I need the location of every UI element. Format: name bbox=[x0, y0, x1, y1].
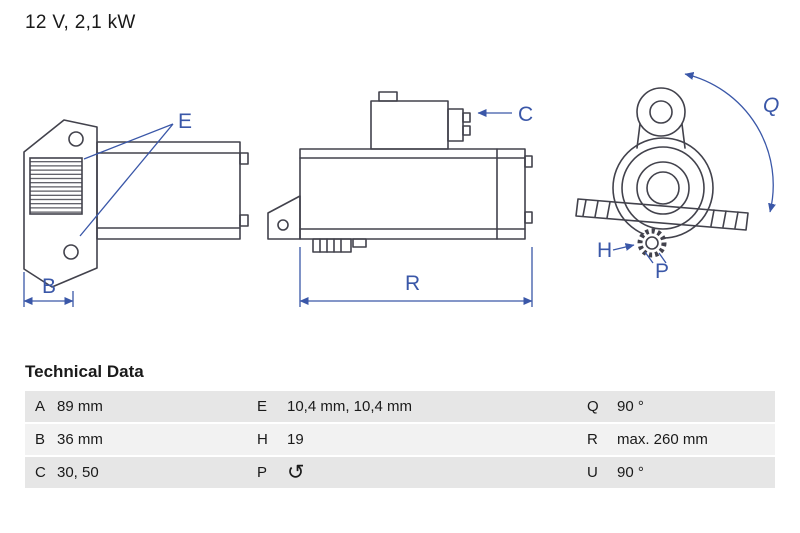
spec-value-q: 90 ° bbox=[617, 398, 644, 415]
dimension-q: Q bbox=[684, 72, 779, 213]
spec-key-h: H bbox=[257, 431, 268, 448]
dimension-label-b: B bbox=[42, 275, 56, 298]
spec-key-q: Q bbox=[587, 398, 599, 415]
spec-key-u: U bbox=[587, 464, 598, 481]
pinion-gear bbox=[637, 228, 667, 258]
table-title: Technical Data bbox=[25, 362, 144, 381]
dimension-b: B bbox=[23, 272, 74, 307]
spec-key-b: B bbox=[35, 431, 46, 448]
dimension-r: R bbox=[299, 247, 533, 307]
rotation-ccw-icon: ↺ bbox=[287, 461, 305, 484]
spec-value-b: 36 mm bbox=[57, 431, 103, 448]
spec-value-h: 19 bbox=[287, 431, 304, 448]
dimension-label-h: H bbox=[597, 239, 612, 262]
dimension-c: C bbox=[477, 103, 533, 126]
spec-value-e: 10,4 mm, 10,4 mm bbox=[287, 398, 413, 415]
spec-value-u: 90 ° bbox=[617, 464, 644, 481]
side-view bbox=[267, 91, 533, 253]
spec-value-r: max. 260 mm bbox=[617, 431, 708, 448]
dimension-label-e: E bbox=[178, 110, 192, 133]
dimension-p: P bbox=[644, 251, 669, 283]
dimension-label-r: R bbox=[405, 272, 420, 295]
spec-value-c: 30, 50 bbox=[57, 464, 99, 481]
spec-key-a: A bbox=[35, 398, 46, 415]
front-view bbox=[23, 119, 249, 288]
dimension-h: H bbox=[597, 239, 635, 262]
dimension-label-q: Q bbox=[763, 94, 779, 117]
spec-key-e: E bbox=[257, 398, 268, 415]
dimension-label-c: C bbox=[518, 103, 533, 126]
spec-value-a: 89 mm bbox=[57, 398, 103, 415]
brush-hatch-area bbox=[29, 157, 83, 215]
spec-key-c: C bbox=[35, 464, 46, 481]
spec-key-p: P bbox=[257, 464, 268, 481]
dimension-label-p: P bbox=[655, 260, 669, 283]
starter-motor-diagram: E B C R bbox=[23, 72, 779, 307]
spec-key-r: R bbox=[587, 431, 598, 448]
dimension-e: E bbox=[79, 110, 192, 237]
technical-data-section: Technical Data A 89 mm E 10,4 mm, 10,4 m… bbox=[25, 362, 775, 490]
page-title: 12 V, 2,1 kW bbox=[25, 12, 136, 33]
table-row: B 36 mm H 19 R max. 260 mm bbox=[25, 424, 775, 455]
table-row: A 89 mm E 10,4 mm, 10,4 mm Q 90 ° bbox=[25, 391, 775, 422]
rear-view bbox=[575, 87, 749, 258]
table-row: C 30, 50 P ↺ U 90 ° bbox=[25, 457, 775, 488]
